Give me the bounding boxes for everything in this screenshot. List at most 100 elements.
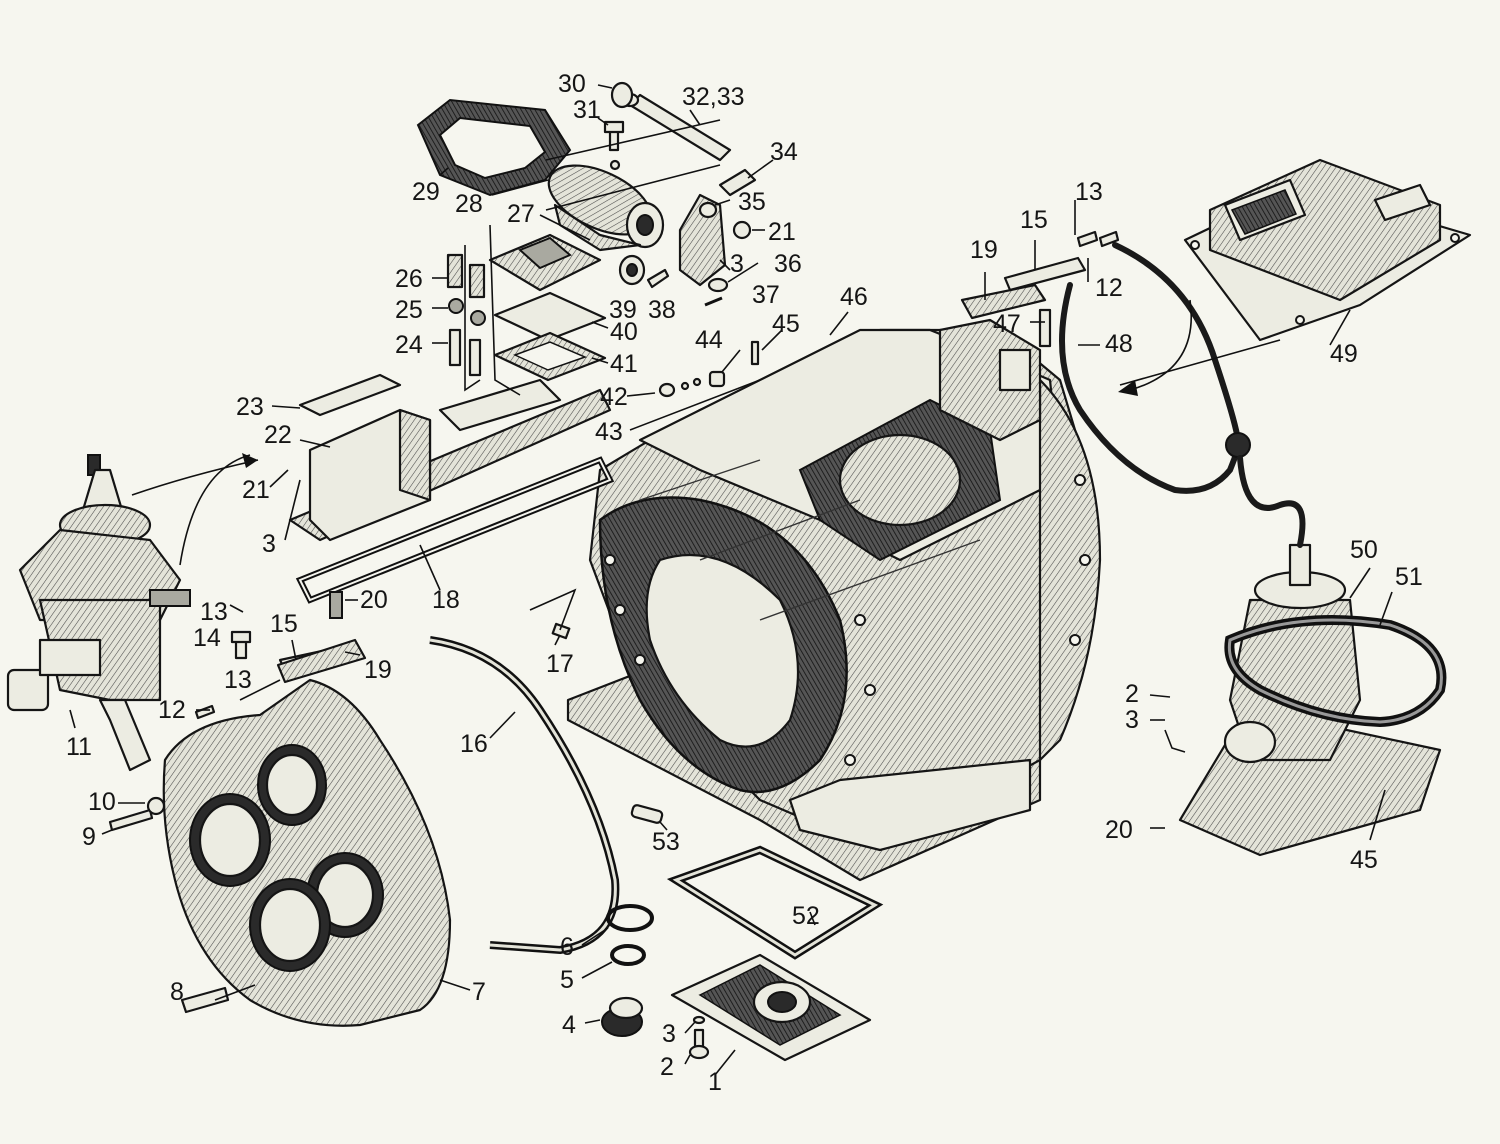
label-28: 28: [455, 190, 483, 218]
label-50: 50: [1350, 536, 1378, 564]
label-36: 36: [774, 250, 802, 278]
label-30: 30: [558, 70, 586, 98]
label-19: 19: [364, 656, 392, 684]
bolt-2-bottom: [688, 1015, 710, 1060]
gasket-16: [429, 636, 620, 955]
label-37: 37: [752, 281, 780, 309]
label-20: 20: [1105, 816, 1133, 844]
label-9: 9: [82, 823, 96, 851]
plungers-24: [448, 328, 482, 377]
gasket-23: [298, 373, 402, 417]
label-45: 45: [1350, 846, 1378, 874]
seal-rings-5-6: [606, 904, 654, 966]
bolt-38: [646, 268, 670, 289]
label-12: 12: [158, 696, 186, 724]
label-47: 47: [993, 310, 1021, 338]
label-46: 46: [840, 283, 868, 311]
label-19: 19: [970, 236, 998, 264]
gasket-41: [493, 331, 607, 382]
front-cover-7: [162, 678, 452, 1027]
label-21: 21: [768, 218, 796, 246]
label-34: 34: [770, 138, 798, 166]
washer-39: [618, 254, 646, 286]
label-13: 13: [1075, 178, 1103, 206]
label-5: 5: [560, 966, 574, 994]
callout-labels: 30 32,33 31 34 29 28 35 27 21 3 36 26 39…: [66, 70, 1423, 1096]
gasket-51: [1224, 615, 1447, 728]
label-53: 53: [652, 828, 680, 856]
label-31: 31: [573, 96, 601, 124]
label-22: 22: [264, 421, 292, 449]
label-38: 38: [648, 296, 676, 324]
label-35: 35: [738, 188, 766, 216]
cover-plate-22: [288, 378, 612, 542]
label-39: 39: [609, 296, 637, 324]
label-4: 4: [562, 1011, 576, 1039]
label-43: 43: [595, 418, 623, 446]
label-3: 3: [730, 250, 744, 278]
label-49: 49: [1330, 340, 1358, 368]
bolt-31: [603, 120, 625, 171]
washer-36: [707, 277, 729, 293]
label-26: 26: [395, 265, 423, 293]
label-13: 13: [224, 666, 252, 694]
label-12: 12: [1095, 274, 1123, 302]
label-27: 27: [507, 200, 535, 228]
housing-boss: [938, 318, 1042, 442]
fasteners-42-44: [658, 340, 760, 398]
gasket-52: [666, 845, 884, 960]
gasket-40: [493, 291, 607, 342]
shift-unit-11: [6, 454, 191, 772]
link-19-15-left: [276, 638, 367, 684]
shift-unit-50: [1178, 543, 1442, 857]
bushing-30: [610, 81, 634, 109]
label-23: 23: [236, 393, 264, 421]
label-6: 6: [560, 933, 574, 961]
label-42: 42: [600, 383, 628, 411]
label-45: 45: [772, 310, 800, 338]
gasket-29: [416, 98, 572, 197]
shift-housing-28: [547, 164, 665, 252]
link-19-15-top: [960, 230, 1120, 348]
label-18: 18: [432, 586, 460, 614]
label-21: 21: [242, 476, 270, 504]
label-15: 15: [270, 610, 298, 638]
leader-lines: [69, 84, 1393, 1076]
cable-48: [1059, 242, 1306, 548]
label-11: 11: [66, 733, 92, 761]
label-25: 25: [395, 296, 423, 324]
dowel-53: [630, 804, 664, 824]
nut-21-top: [732, 220, 752, 240]
balls-25: [448, 298, 486, 326]
label-13: 13: [200, 598, 228, 626]
label-48: 48: [1105, 330, 1133, 358]
label-14: 14: [193, 624, 221, 652]
gasket-18: [295, 456, 615, 604]
label-52: 52: [792, 902, 820, 930]
label-16: 16: [460, 730, 488, 758]
label-7: 7: [472, 978, 486, 1006]
label-1: 1: [708, 1068, 722, 1096]
label-3: 3: [662, 1020, 676, 1048]
label-24: 24: [395, 331, 423, 359]
label-17: 17: [546, 650, 574, 678]
label-3: 3: [262, 530, 276, 558]
label-3: 3: [1125, 706, 1139, 734]
label-10: 10: [88, 788, 116, 816]
top-cover-49: [1183, 158, 1472, 342]
label-2: 2: [1125, 680, 1139, 708]
label-29: 29: [412, 178, 440, 206]
label-20: 20: [360, 586, 388, 614]
plug-4: [601, 996, 644, 1037]
label-2: 2: [660, 1053, 674, 1081]
label-41: 41: [610, 350, 638, 378]
label-32-33: 32,33: [682, 83, 745, 111]
label-15: 15: [1020, 206, 1048, 234]
label-8: 8: [170, 978, 184, 1006]
springs-26: [446, 253, 486, 299]
pin-37: [704, 296, 723, 307]
plate-27: [488, 233, 602, 292]
lock-plate-34: [718, 168, 757, 197]
